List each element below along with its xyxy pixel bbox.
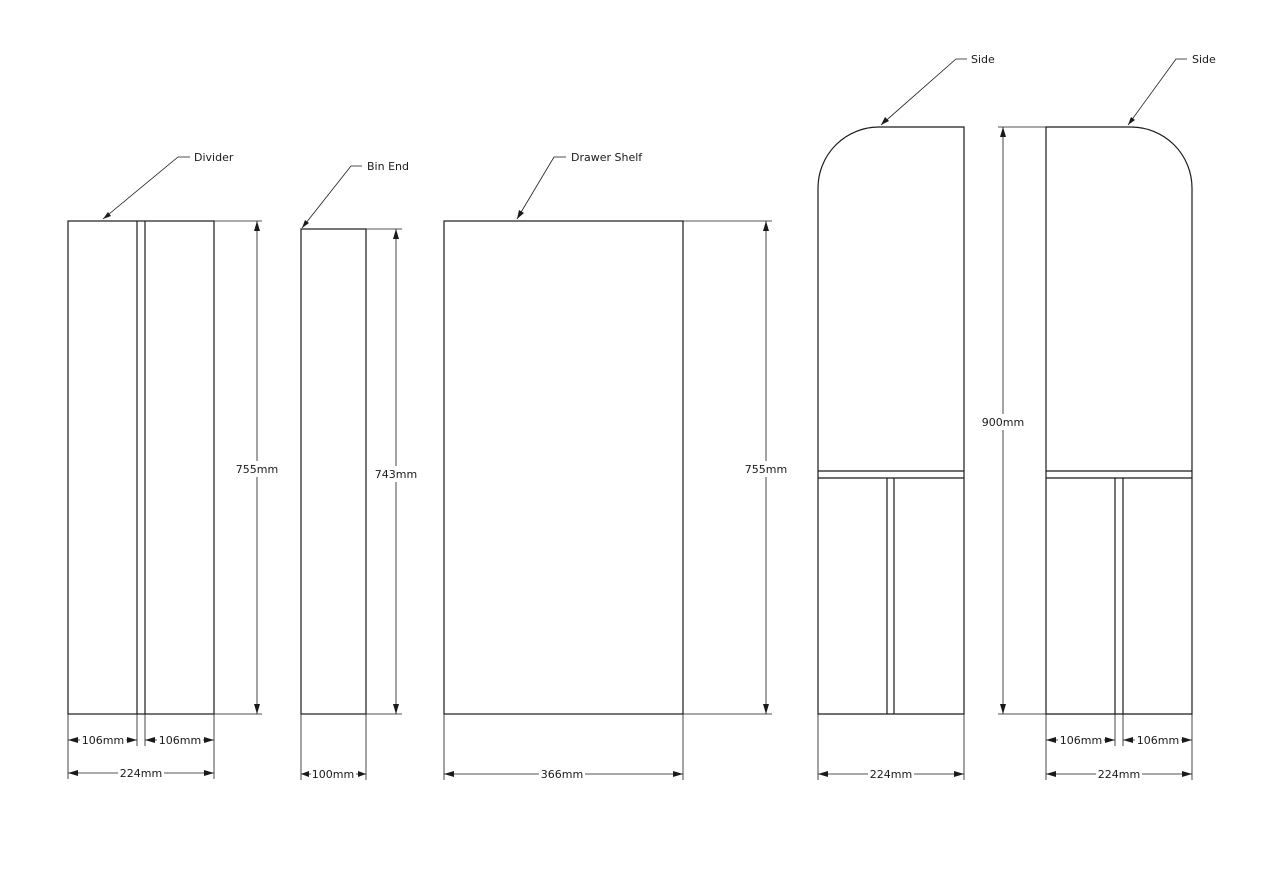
- side-right-left-arrow-b: [1105, 737, 1115, 743]
- drawer-shelf-outline: [443, 220, 684, 715]
- side-left-label: Side: [971, 53, 995, 66]
- divider-width-arrow-a: [68, 770, 78, 776]
- drawer-shelf-height-mask: [745, 461, 787, 477]
- divider-height-mask: [236, 461, 278, 477]
- side-left-width-text: 224mm: [870, 768, 912, 781]
- side-right-label: Side: [1192, 53, 1216, 66]
- side-left-part: Side 224mm: [817, 53, 995, 781]
- divider-width-mask: [118, 766, 164, 780]
- side-right-height-mask: [982, 414, 1024, 430]
- drawer-shelf-width-text: 366mm: [541, 768, 583, 781]
- bin-end-leader-arrow: [302, 220, 309, 228]
- drawer-shelf-height-arrow-top: [763, 221, 769, 231]
- side-right-right-arrow-a: [1123, 737, 1133, 743]
- side-right-height-arrow-bottom: [1000, 704, 1006, 714]
- drawer-shelf-height-arrow-bottom: [763, 704, 769, 714]
- drawer-shelf-height-text: 755mm: [745, 463, 787, 476]
- divider-right-mask: [157, 733, 203, 747]
- side-right-left-section-text: 106mm: [1060, 734, 1102, 747]
- drawer-shelf-width-arrow-a: [444, 771, 454, 777]
- side-right-part: Side 900mm 106mm 106mm 224mm: [982, 53, 1216, 781]
- side-right-left-arrow-a: [1046, 737, 1056, 743]
- bin-end-height-text: 743mm: [375, 468, 417, 481]
- bin-end-width-arrow-b: [358, 771, 366, 777]
- divider-part: Divider 755mm 106mm 106mm 224mm: [67, 151, 278, 780]
- divider-width-text: 224mm: [120, 767, 162, 780]
- bin-end-height-arrow-bottom: [393, 704, 399, 714]
- side-left-width-mask: [868, 767, 914, 781]
- divider-left-arrow-b: [127, 737, 137, 743]
- divider-left-section-text: 106mm: [82, 734, 124, 747]
- bin-end-part: Bin End 743mm 100mm: [300, 160, 417, 781]
- divider-outline: [67, 220, 215, 715]
- divider-height-text: 755mm: [236, 463, 278, 476]
- divider-label: Divider: [194, 151, 234, 164]
- side-left-leader-arrow: [881, 117, 889, 125]
- divider-right-arrow-a: [145, 737, 155, 743]
- side-left-leader: [880, 58, 967, 126]
- drawer-shelf-width-arrow-b: [673, 771, 683, 777]
- bin-end-width-mask: [311, 767, 356, 781]
- side-left-outline: [817, 126, 965, 715]
- bin-end-width-text: 100mm: [312, 768, 354, 781]
- divider-leader: [102, 156, 190, 220]
- divider-right-arrow-b: [204, 737, 214, 743]
- side-right-left-mask: [1058, 733, 1104, 747]
- drawer-shelf-label: Drawer Shelf: [571, 151, 643, 164]
- side-right-height-text: 900mm: [982, 416, 1024, 429]
- bin-end-label: Bin End: [367, 160, 409, 173]
- drawer-shelf-part: Drawer Shelf 755mm 366mm: [443, 151, 787, 781]
- side-right-leader: [1127, 58, 1187, 126]
- side-right-right-section-text: 106mm: [1137, 734, 1179, 747]
- side-right-width-arrow-b: [1182, 771, 1192, 777]
- side-left-width-arrow-a: [818, 771, 828, 777]
- divider-right-section-text: 106mm: [159, 734, 201, 747]
- side-right-right-arrow-b: [1182, 737, 1192, 743]
- bin-end-width-arrow-a: [301, 771, 309, 777]
- divider-left-arrow-a: [68, 737, 78, 743]
- divider-height-arrow-top: [254, 221, 260, 231]
- divider-width-arrow-b: [204, 770, 214, 776]
- drawer-shelf-width-mask: [539, 767, 585, 781]
- side-right-height-arrow-top: [1000, 127, 1006, 137]
- bin-end-leader: [301, 165, 362, 229]
- drawer-shelf-leader-arrow: [517, 210, 524, 219]
- divider-left-mask: [80, 733, 126, 747]
- divider-leader-arrow: [103, 212, 111, 219]
- bin-end-outline: [300, 228, 367, 715]
- side-right-width-arrow-a: [1046, 771, 1056, 777]
- side-right-width-text: 224mm: [1098, 768, 1140, 781]
- side-left-width-arrow-b: [954, 771, 964, 777]
- drawer-shelf-leader: [516, 156, 566, 220]
- side-right-outline: [1045, 126, 1193, 715]
- side-right-right-mask: [1135, 733, 1181, 747]
- bin-end-height-mask: [375, 466, 417, 482]
- side-right-leader-arrow: [1128, 117, 1135, 125]
- bin-end-height-arrow-top: [393, 229, 399, 239]
- divider-height-arrow-bottom: [254, 704, 260, 714]
- side-right-width-mask: [1096, 767, 1142, 781]
